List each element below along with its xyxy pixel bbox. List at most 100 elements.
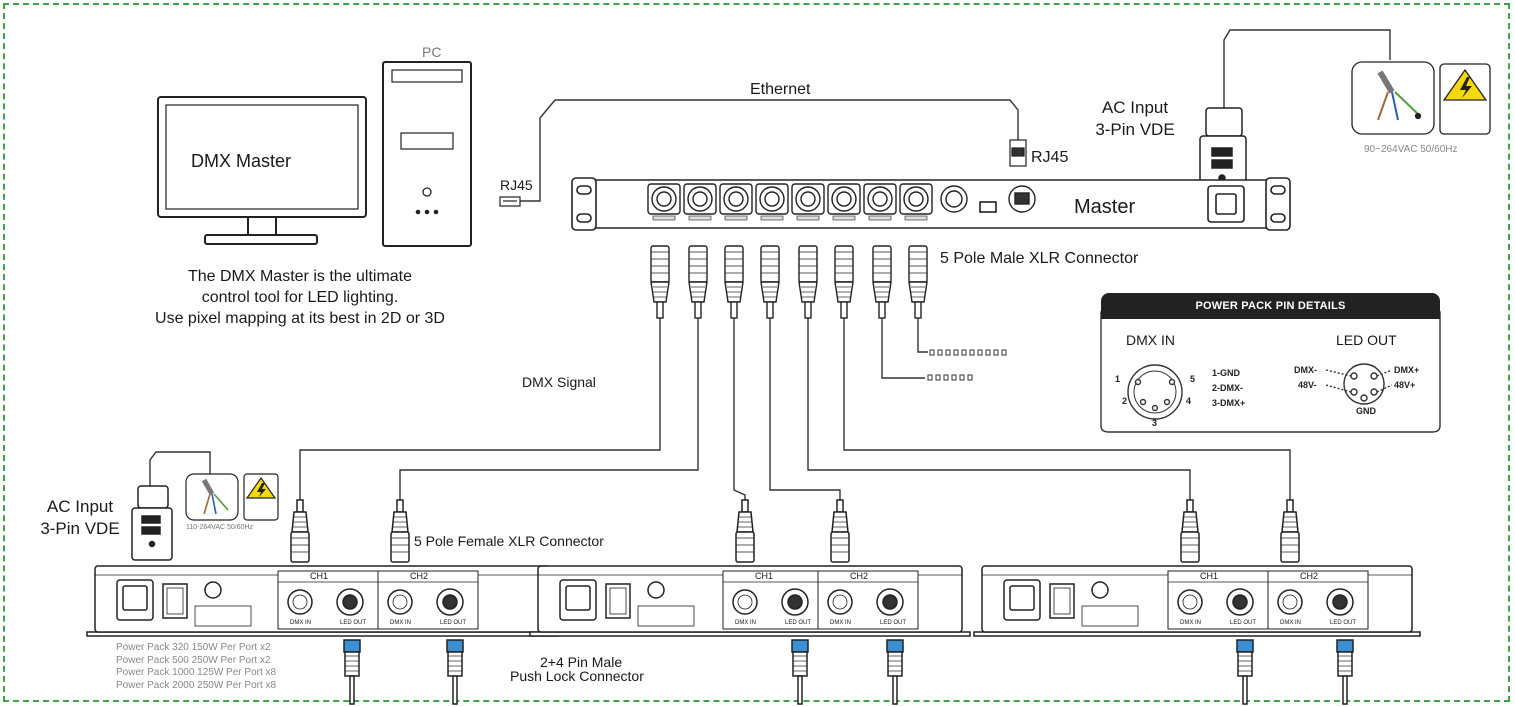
channel-label: CH2 (410, 571, 429, 581)
pc-tower (382, 61, 472, 247)
channel-block (817, 570, 919, 630)
led-out-gnd: GND (1356, 406, 1376, 416)
push-lock-line1: 2+4 Pin Male (540, 654, 623, 670)
male-xlr-connector (798, 245, 818, 319)
dmx-in-port-label: DMX IN (390, 620, 411, 626)
description-line3: Use pixel mapping at its best in 2D or 3… (155, 310, 445, 327)
female-xlr-connector (290, 499, 310, 563)
power-pack-list: Power Pack 320 150W Per Port x2 Power Pa… (116, 642, 276, 692)
xlr-port (863, 183, 897, 221)
monitor (157, 96, 367, 245)
power-pack-line: Power Pack 500 250W Per Port x2 (116, 654, 271, 666)
wire-icon-bottom (185, 473, 239, 521)
pin-details-box (1100, 311, 1441, 433)
power-pack-unit (529, 499, 971, 705)
cables (149, 29, 1391, 500)
dmx-in-pin: 2-DMX- (1212, 383, 1243, 393)
dmx-cable-8 (917, 318, 928, 353)
rj45-left-label: RJ45 (500, 177, 533, 193)
channel-label: CH1 (1200, 571, 1219, 581)
warning-icon-top (1439, 63, 1491, 135)
rj45-plug-right (1009, 139, 1027, 167)
dmx-signal-label: DMX Signal (522, 374, 596, 390)
ac-input-top-line1: AC Input (1101, 98, 1169, 117)
male-xlr-connector (834, 245, 854, 319)
channel-label: CH1 (310, 571, 329, 581)
xlr-port (719, 183, 753, 221)
channel-block (1267, 570, 1369, 630)
dmx-in-pin-list: 1-GND 2-DMX- 3-DMX+ (1212, 366, 1245, 411)
description: The DMX Master is the ultimate control t… (100, 266, 500, 329)
power-pack-line: Power Pack 320 150W Per Port x2 (116, 642, 271, 653)
ac-input-top-label: AC Input 3-Pin VDE (1070, 97, 1200, 141)
channel-label: CH1 (755, 571, 774, 581)
push-lock-connector (446, 639, 464, 705)
description-line2: control tool for LED lighting. (201, 289, 399, 306)
dmx-in-pin: 1-GND (1212, 368, 1241, 378)
female-xlr-connector (390, 499, 410, 563)
dmx-in-pin-number: 2 (1122, 396, 1128, 406)
monitor-screen-label: DMX Master (191, 151, 292, 171)
female-xlr-connector (1280, 499, 1300, 563)
description-line1: The DMX Master is the ultimate (187, 268, 413, 285)
ethernet-cable (520, 99, 1019, 202)
channel-block (1167, 570, 1269, 630)
dmx-in-heading: DMX IN (1126, 332, 1175, 348)
rj45-right-label: RJ45 (1031, 149, 1069, 166)
power-pack-line: Power Pack 1000 125W Per Port x8 (116, 667, 277, 678)
ac-plug-bottom (131, 485, 173, 561)
ethernet-port (1008, 185, 1036, 213)
push-lock-label: 2+4 Pin Male Push Lock Connector (510, 655, 644, 683)
led-out-port-label: LED OUT (880, 620, 907, 626)
dmx-in-pin-number: 3 (1152, 418, 1158, 428)
channel-label: CH2 (1300, 571, 1319, 581)
push-lock-connector (1236, 639, 1254, 705)
male-xlr-connector (650, 245, 670, 319)
dmx-in-port-label: DMX IN (1180, 620, 1201, 626)
master-xlr-ports (647, 183, 1036, 221)
rj45-plug-left (499, 196, 521, 207)
male-xlr-connector (760, 245, 780, 319)
power-pack-units (86, 499, 1421, 705)
xlr-port (827, 183, 861, 221)
female-xlr-connector (830, 499, 850, 563)
wire-icon-top (1351, 61, 1435, 135)
pc-label: PC (422, 44, 442, 60)
push-lock-connector (343, 639, 361, 705)
female-xlr-connector (1180, 499, 1200, 563)
master-label: Master (1074, 196, 1136, 218)
led-out-48v-plus: 48V+ (1394, 380, 1416, 390)
dmx-in-port-label: DMX IN (830, 620, 851, 626)
xlr-port (755, 183, 789, 221)
power-pack-unit (973, 499, 1421, 705)
xlr-port (647, 183, 681, 221)
led-out-port-label: LED OUT (440, 620, 467, 626)
dmx-in-port-label: DMX IN (290, 620, 311, 626)
female-xlr-connector (735, 499, 755, 563)
dotted-end-7 (927, 374, 973, 381)
led-out-port-label: LED OUT (1230, 620, 1257, 626)
dmx-in-pin: 3-DMX+ (1212, 398, 1246, 408)
dmx-cable-3 (733, 318, 746, 500)
male-xlr-connectors (650, 245, 928, 319)
dotted-end-8 (929, 349, 1007, 356)
led-out-dmx-plus: DMX+ (1394, 365, 1420, 375)
dmx-cable-5 (807, 318, 1191, 500)
dmx-in-pin-number: 4 (1186, 396, 1192, 406)
dmx-cable-2 (399, 318, 699, 500)
push-lock-connector (886, 639, 904, 705)
led-out-port-label: LED OUT (340, 620, 367, 626)
ac-input-bottom-label: AC Input 3-Pin VDE (30, 496, 130, 540)
channel-block (722, 570, 824, 630)
dmx-in-pin-number: 5 (1190, 374, 1196, 384)
warning-icon-bottom (243, 473, 279, 521)
push-lock-connector (791, 639, 809, 705)
voltage-bottom-label: 110-264VAC 50/60Hz (186, 524, 254, 531)
xlr-female-label: 5 Pole Female XLR Connector (414, 533, 604, 549)
led-out-heading: LED OUT (1336, 332, 1397, 348)
power-pack-line: Power Pack 2000 250W Per Port x8 (116, 679, 277, 691)
male-xlr-connector (872, 245, 892, 319)
ac-input-bottom-line2: 3-Pin VDE (40, 519, 120, 538)
channel-label: CH2 (850, 571, 869, 581)
